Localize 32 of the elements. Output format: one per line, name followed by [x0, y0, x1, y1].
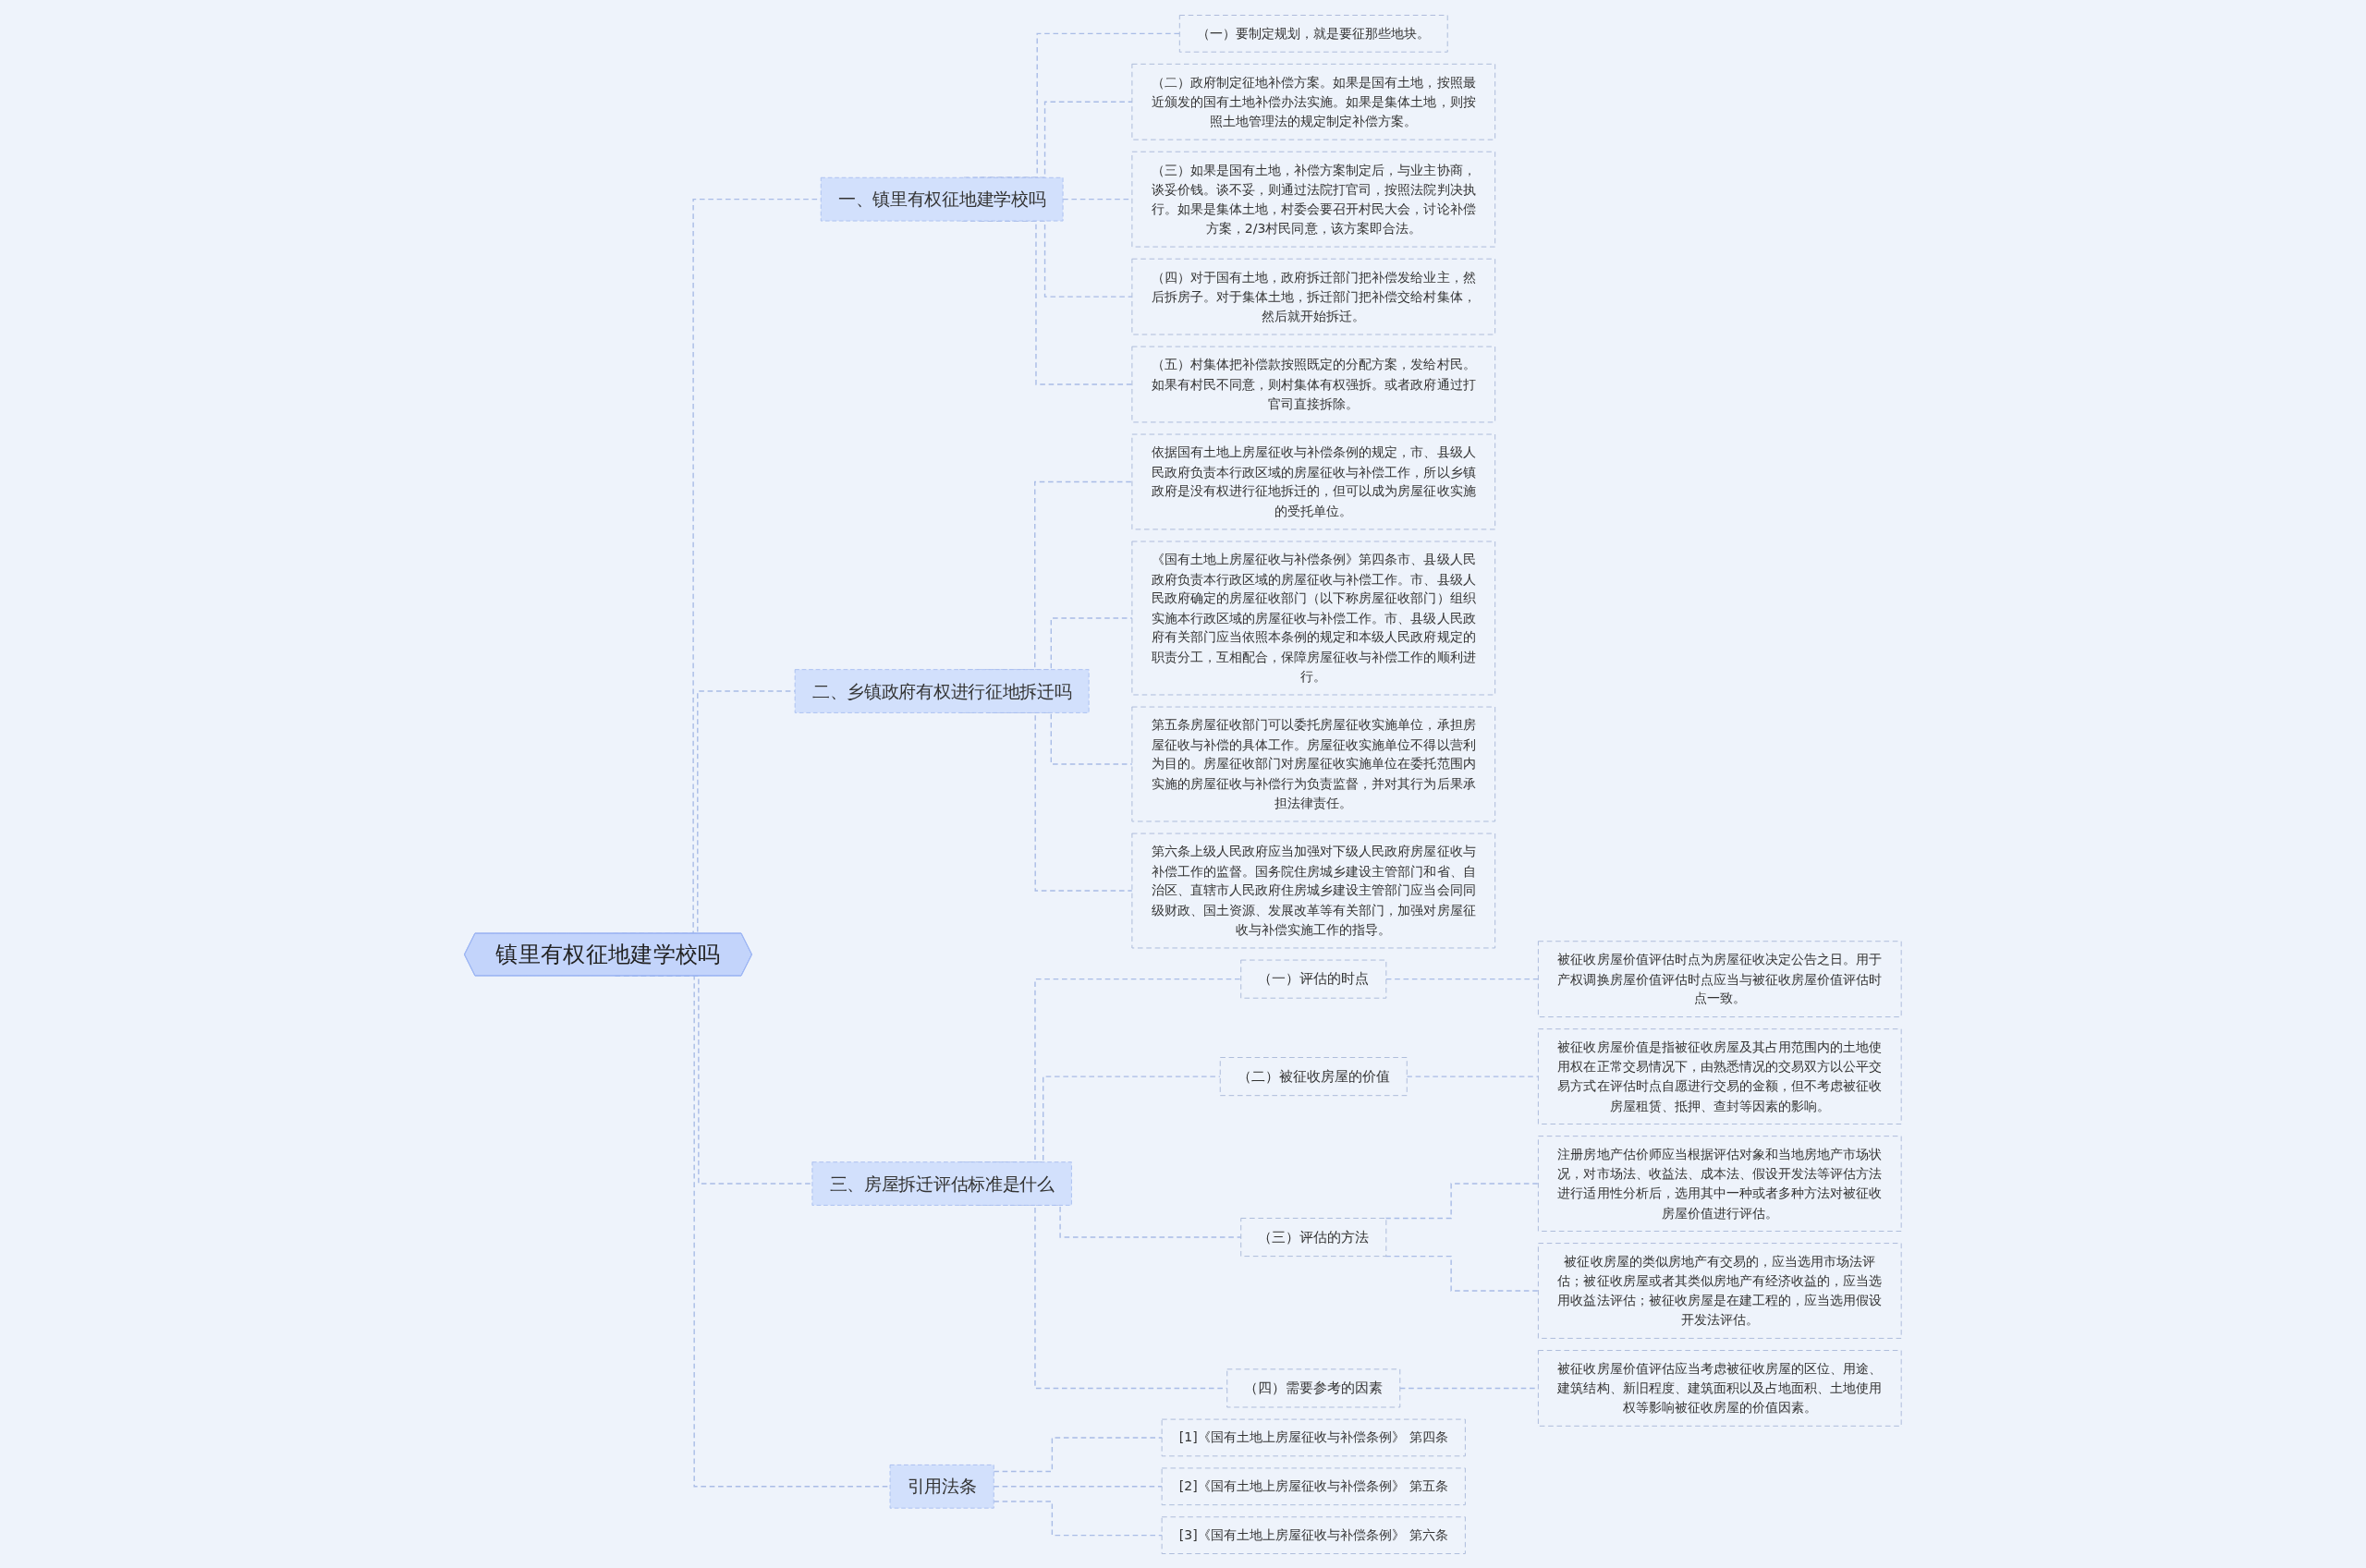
node-box: 被征收房屋价值是指被征收房屋及其占用范围内的土地使用权在正常交易情况下，由熟悉情况的交易双方以公平交易方式在评估时点自愿进行交易的金额，但不考虑被征收房屋租赁、抵押、查封等因素的影响。 — [1538, 1027, 1902, 1124]
connector — [1384, 1182, 1540, 1219]
node-box: （五）村集体把补偿款按照既定的分配方案，发给村民。如果有村民不同意，则村集体有权强拆。或者政府通过打官司直接拆除。 — [1131, 346, 1496, 422]
node-box: 《国有土地上房屋征收与补偿条例》第四条市、县级人民政府负责本行政区域的房屋征收与补偿工作。市、县级人民政府确定的房屋征收部门（以下称房屋征收部门）组织实施本行政区域的房屋征收与补偿工作。市、县级人民政府有关部门应当依照本条例的规定和本级人民政府规定的职责分工，互相配合，保障房屋征收与补偿工作的顺利进行。 — [1131, 541, 1496, 695]
node-box: 被征收房屋价值评估时点为房屋征收决定公告之日。用于产权调换房屋价值评估时点应当与被征收房屋价值评估时点一致。 — [1538, 940, 1902, 1017]
node-box: 被征收房屋价值评估应当考虑被征收房屋的区位、用途、建筑结构、新旧程度、建筑面积以及占地面积、土地使用权等影响被征收房屋的价值因素。 — [1538, 1349, 1902, 1427]
node-box: 注册房地产估价师应当根据评估对象和当地房地产市场状况，对市场法、收益法、成本法、假设开发法等评估方法进行适用性分析后，选用其中一种或者多种方法对被征收房屋价值进行评估。 — [1538, 1135, 1902, 1232]
node-box: [3]《国有土地上房屋征收与补偿条例》 第六条 — [1161, 1515, 1467, 1554]
node-box: （二）政府制定征地补偿方案。如果是国有土地，按照最近颁发的国有土地补偿办法实施。如果是集体土地，则按照土地管理法的规定制定补偿方案。 — [1131, 63, 1496, 140]
node-box: （二）被征收房屋的价值 — [1219, 1056, 1408, 1096]
node-box: 引用法条 — [889, 1464, 994, 1509]
node-box: 三、房屋拆迁评估标准是什么 — [811, 1161, 1073, 1206]
connector — [1385, 978, 1540, 979]
node-box: 第五条房屋征收部门可以委托房屋征收实施单位，承担房屋征收与补偿的具体工作。房屋征收实施单位不得以营利为目的。房屋征收部门对房屋征收实施单位在委托范围内实施的房屋征收与补偿行为负责监督，并对其行为后果承担法律责任。 — [1131, 706, 1496, 821]
node-box: [1]《国有土地上房屋征收与补偿条例》 第四条 — [1161, 1418, 1467, 1456]
connector — [993, 1500, 1163, 1536]
node-box: （四）对于国有土地，政府拆迁部门把补偿发给业主，然后拆房子。对于集体土地，拆迁部门把补偿交给村集体，然后就开始拆迁。 — [1131, 258, 1496, 334]
node-box: （三）评估的方法 — [1240, 1217, 1387, 1257]
node-box: 被征收房屋的类似房地产有交易的，应当选用市场法评估；被征收房屋或者其类似房地产有经济收益的，应当选用收益法评估；被征收房屋是在建工程的，应当选用假设开发法评估。 — [1538, 1242, 1902, 1339]
connector — [993, 1485, 1163, 1487]
node-box: 二、乡镇政府有权进行征地拆迁吗 — [794, 668, 1090, 713]
connector — [1406, 1075, 1540, 1077]
node-box: 一、镇里有权征地建学校吗 — [820, 176, 1064, 221]
node-box: 依据国有土地上房屋征收与补偿条例的规定，市、县级人民政府负责本行政区域的房屋征收与补偿工作，所以乡镇政府是没有权进行征地拆迁的，但可以成为房屋征收实施的受托单位。 — [1131, 433, 1496, 529]
connector — [993, 1436, 1163, 1472]
connector — [1384, 1255, 1540, 1292]
node-box: （三）如果是国有土地，补偿方案制定后，与业主协商，谈妥价钱。谈不妥，则通过法院打官司，按照法院判决执行。如果是集体土地，村委会要召开村民大会，讨论补偿方案，2/3村民同意，该方案即合法。 — [1131, 151, 1496, 248]
node-box: （一）评估的时点 — [1240, 959, 1387, 999]
node-box: 第六条上级人民政府应当加强对下级人民政府房屋征收与补偿工作的监督。国务院住房城乡建设主管部门和省、自治区、直辖市人民政府住房城乡建设主管部门应当会同同级财政、国土资源、发展改革等有关部门，加强对房屋征收与补偿实施工作的指导。 — [1131, 833, 1496, 948]
node-box: [2]《国有土地上房屋征收与补偿条例》 第五条 — [1161, 1466, 1467, 1505]
node-box: （四）需要参考的因素 — [1226, 1367, 1401, 1407]
node-box: （一）要制定规划，就是要征那些地块。 — [1179, 14, 1448, 53]
